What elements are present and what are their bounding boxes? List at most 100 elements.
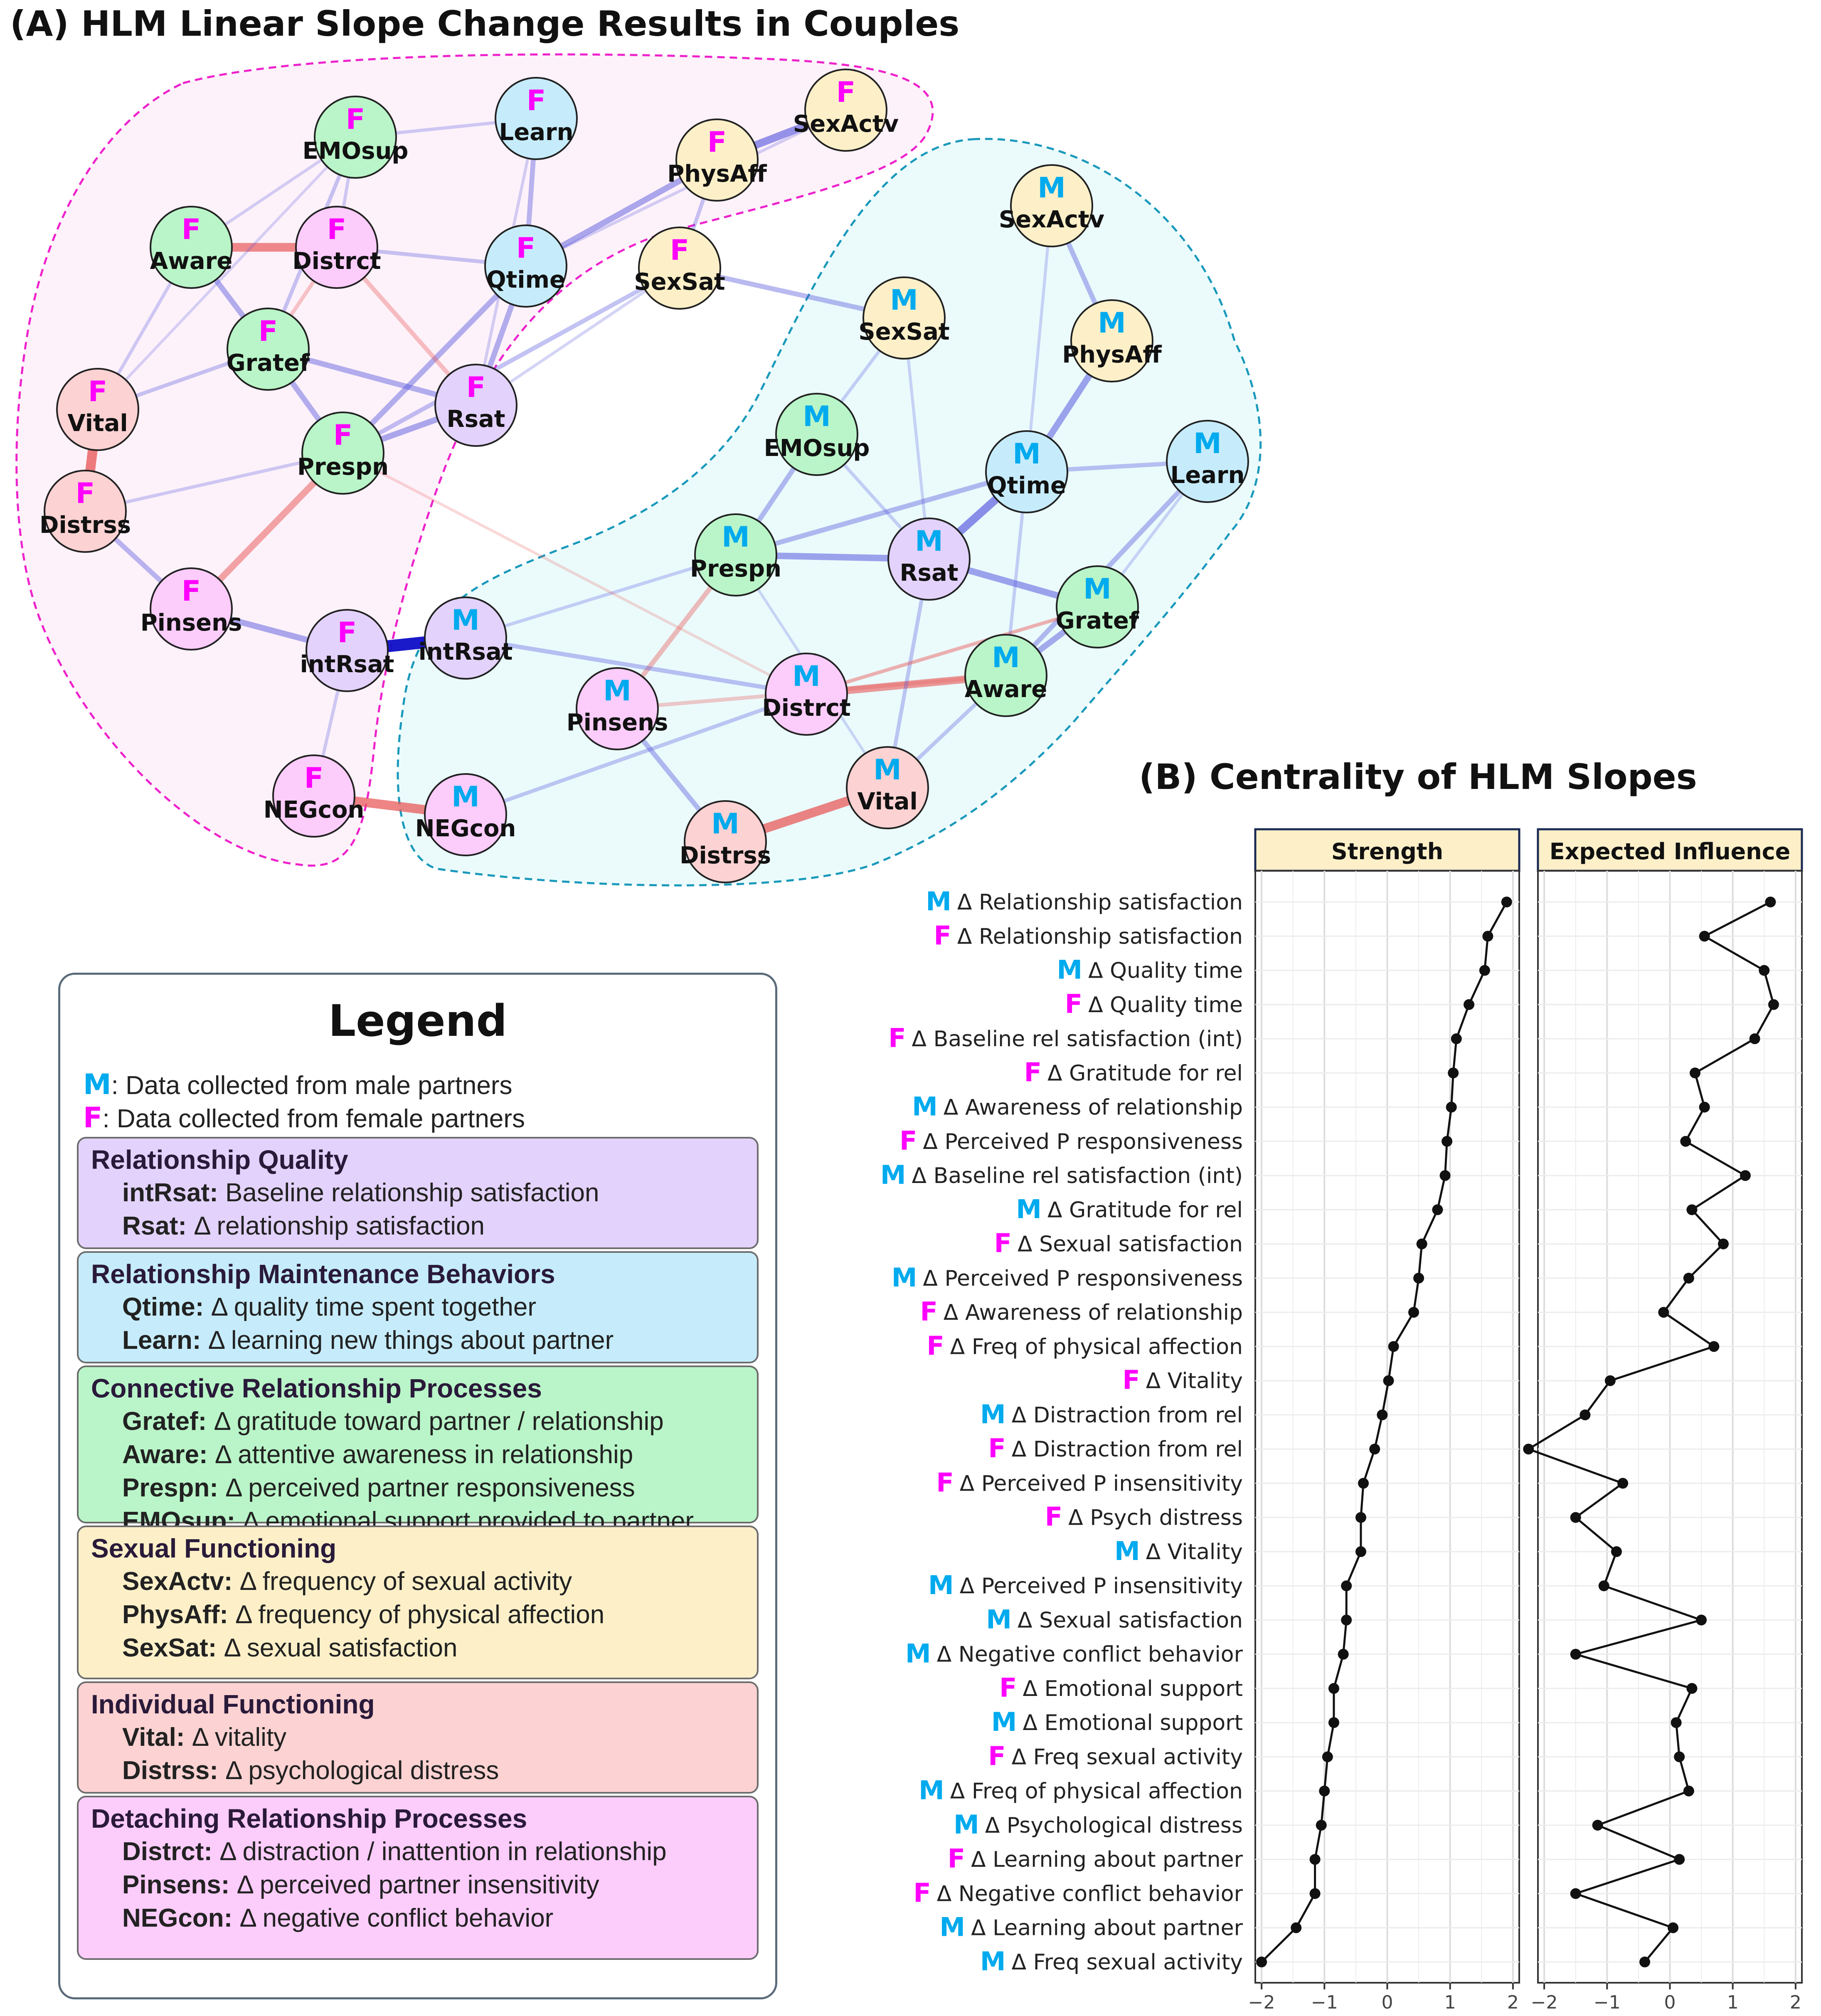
node-circle — [862, 276, 946, 360]
row-label-text: Δ Emotional support — [1023, 1710, 1243, 1735]
node-circle — [306, 609, 389, 692]
row-label: Δ Baseline rel satisfaction (int)M — [880, 1160, 1243, 1190]
legend-group-item: Learn: Δ learning new things about partn… — [122, 1326, 614, 1355]
legend-item-abbr: Vital: — [122, 1723, 185, 1752]
data-point — [1604, 1375, 1616, 1386]
data-point — [1369, 1444, 1380, 1455]
legend-item-abbr: Pinsens: — [122, 1871, 230, 1899]
data-point — [1617, 1478, 1629, 1489]
node-partner-letter: M — [992, 641, 1020, 674]
row-label-letter: M — [939, 1912, 965, 1942]
edge-M_intRsat-M_Distrct — [463, 636, 809, 697]
node-label: Gratef — [1056, 607, 1139, 634]
row-label-text: Δ Freq sexual activity — [1012, 1950, 1243, 1975]
data-point — [1658, 1307, 1669, 1318]
node-partner-letter: M — [1098, 307, 1126, 340]
legend-key-text: : Data collected from female partners — [102, 1104, 525, 1133]
legend-key-m: M: Data collected from male partners — [83, 1068, 513, 1101]
legend-group-item: Qtime: Δ quality time spent together — [122, 1292, 536, 1322]
edge-M_intRsat-M_Prespn — [464, 553, 737, 640]
row-label-letter: F — [927, 1331, 944, 1361]
node-partner-letter: F — [327, 213, 346, 246]
row-label-letter: M — [880, 1160, 906, 1190]
node-circle — [576, 667, 659, 750]
node-circle — [150, 206, 233, 289]
node-partner-letter: M — [792, 660, 821, 693]
node-label: EMOsup — [303, 138, 409, 165]
data-point — [1592, 1819, 1603, 1831]
panel-b-title: (B) Centrality of HLM Slopes — [1139, 757, 1697, 797]
row-label-text: Δ Baseline rel satisfaction (int) — [912, 1027, 1243, 1052]
node-partner-letter: M — [915, 525, 943, 558]
data-point — [1639, 1957, 1651, 1967]
node-circle — [964, 634, 1047, 717]
node-partner-letter: F — [516, 232, 535, 265]
legend-key-letter: M — [83, 1068, 111, 1101]
legend-item-abbr: Distrss: — [122, 1756, 218, 1785]
node-label: Gratef — [227, 350, 310, 377]
data-point — [1358, 1478, 1369, 1489]
x-tick-label: 1 — [1444, 1992, 1456, 2013]
legend-item-abbr: NEGcon: — [122, 1904, 233, 1932]
legend-box: Legend M: Data collected from male partn… — [58, 973, 777, 1999]
node-label: SexActv — [999, 206, 1104, 233]
row-label-text: Δ Perceived P insensitivity — [960, 1471, 1243, 1496]
legend-item-abbr: Learn: — [122, 1326, 201, 1355]
node-circle — [227, 308, 310, 391]
legend-item-desc: Δ distraction / inattention in relations… — [212, 1837, 667, 1866]
row-label-text: Δ Sexual satisfaction — [1018, 1608, 1243, 1633]
legend-group-item: Distrss: Δ psychological distress — [122, 1756, 499, 1785]
row-label-text: Δ Freq of physical affection — [950, 1779, 1243, 1804]
node-label: intRsat — [419, 638, 513, 665]
x-tick-label: 0 — [1664, 1992, 1676, 2013]
legend-group-item: SexSat: Δ sexual satisfaction — [122, 1633, 458, 1663]
node-partner-letter: M — [451, 781, 480, 813]
node-circle — [424, 596, 507, 680]
data-point — [1341, 1580, 1352, 1592]
legend-item-desc: Δ negative conflict behavior — [232, 1904, 554, 1932]
row-label-letter: F — [899, 1126, 917, 1156]
node-circle — [638, 227, 721, 310]
